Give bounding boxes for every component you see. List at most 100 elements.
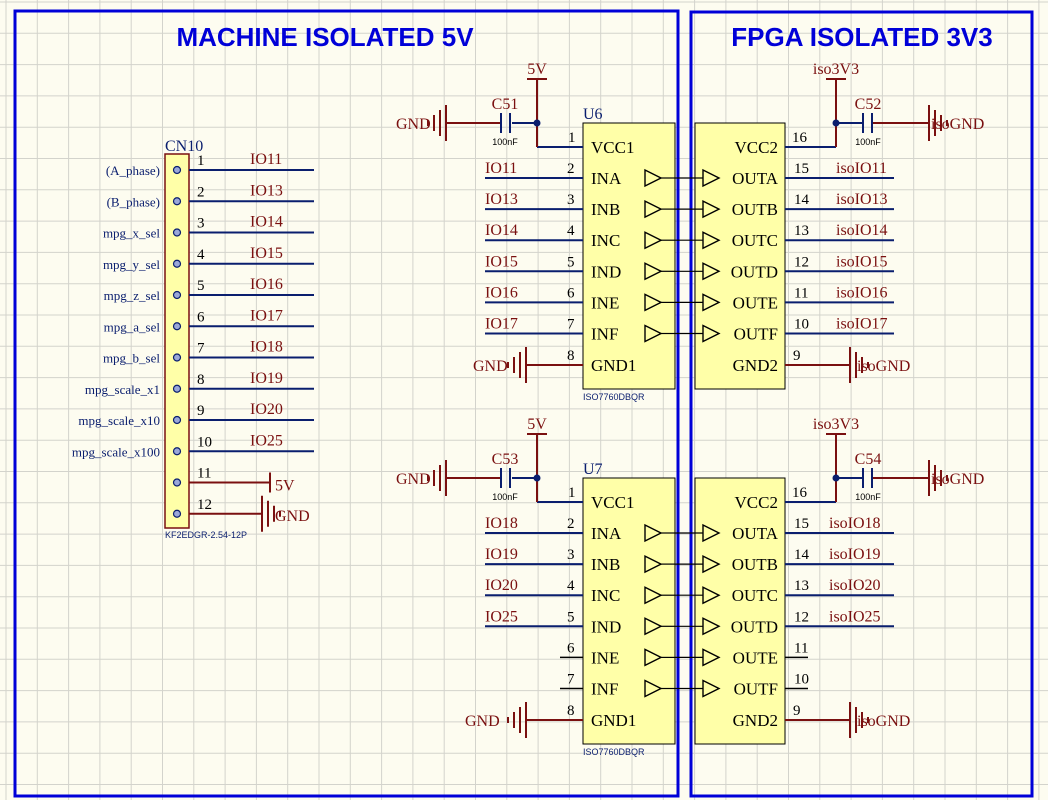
output-pin-number: 13 — [794, 578, 809, 594]
input-pin-number: 7 — [567, 672, 575, 688]
connector-pin-description: mpg_y_sel — [103, 257, 160, 272]
connector-cn10[interactable]: CN10KF2EDGR-2.54-12P1(A_phase)IO112(B_ph… — [72, 138, 314, 540]
gnd1-ground — [507, 347, 550, 383]
connector-pin-hole[interactable] — [172, 353, 182, 362]
input-net-label: IO19 — [485, 546, 518, 563]
output-net-label: isoIO19 — [829, 546, 881, 563]
isolator-part-number: ISO7760DBQR — [583, 747, 645, 757]
output-pin-name: OUTE — [733, 648, 778, 667]
input-pin-number: 4 — [567, 578, 575, 594]
input-pin-name: INB — [591, 200, 620, 219]
left-cap-designator: C53 — [492, 451, 519, 468]
connector-pin-hole[interactable] — [172, 165, 182, 175]
isolator-designator: U7 — [583, 461, 603, 478]
left-cap-ground — [427, 460, 470, 496]
connector-net-label: IO16 — [250, 276, 283, 293]
connector-designator: CN10 — [165, 138, 203, 155]
connector-pin-description: mpg_scale_x1 — [85, 382, 160, 397]
input-pin-number: 6 — [567, 285, 575, 301]
connector-pin-number: 4 — [197, 247, 205, 263]
connector-pin-hole[interactable] — [172, 509, 182, 518]
left-cap-ground-label: GND — [396, 116, 431, 133]
input-pin-number: 5 — [567, 254, 575, 270]
output-buffer-icon — [702, 293, 721, 312]
connector-pin-number: 2 — [197, 184, 205, 200]
input-pin-number: 6 — [567, 640, 575, 656]
input-pin-number: 2 — [567, 161, 575, 177]
connector-pin-number: 5 — [197, 278, 205, 294]
output-net-label: isoIO18 — [829, 515, 881, 532]
input-pin-number: 3 — [567, 547, 575, 563]
input-pin-name: INC — [591, 586, 620, 605]
right-cap-ground — [905, 460, 948, 496]
input-net-label: IO25 — [485, 608, 518, 625]
left-cap-value: 100nF — [492, 137, 518, 147]
right-cap-ground — [905, 105, 948, 141]
output-pin-name: OUTA — [732, 169, 779, 188]
right-cap-value: 100nF — [855, 137, 881, 147]
connector-pin-number: 3 — [197, 216, 205, 232]
input-buffer-icon — [644, 617, 663, 636]
vcc1-pin-number: 1 — [568, 485, 576, 501]
connector-pin-hole[interactable] — [172, 322, 182, 331]
output-buffer-icon — [702, 324, 721, 343]
right-cap-ground-label: isoGND — [931, 116, 984, 133]
connector-pin-number: 12 — [197, 497, 212, 513]
connector-pin-description: (A_phase) — [106, 163, 160, 178]
connector-pin-description: mpg_x_sel — [103, 226, 160, 241]
input-net-label: IO16 — [485, 284, 518, 301]
output-buffer-icon — [702, 231, 721, 250]
output-pin-name: OUTC — [732, 586, 778, 605]
left-cap-ground — [427, 105, 470, 141]
output-buffer-icon — [702, 262, 721, 281]
left-cap-designator: C51 — [492, 96, 519, 113]
left-title: MACHINE ISOLATED 5V — [176, 22, 474, 52]
connector-net-label: IO11 — [250, 151, 282, 168]
connector-net-label: IO19 — [250, 370, 283, 387]
gnd2-pin-name: GND2 — [733, 356, 778, 375]
vcc1-pin-name: VCC1 — [591, 493, 634, 512]
output-net-label: isoIO13 — [836, 191, 888, 208]
connector-pin-hole[interactable] — [172, 415, 182, 425]
input-buffer-icon — [644, 324, 663, 343]
input-pin-number: 5 — [567, 609, 575, 625]
right-frame — [689, 10, 1034, 798]
input-pin-name: INE — [591, 648, 619, 667]
output-pin-number: 12 — [794, 254, 809, 270]
connector-pin-hole[interactable] — [172, 290, 182, 300]
connector-pin-hole[interactable] — [172, 447, 182, 456]
gnd1-pin-number: 8 — [567, 703, 575, 719]
isolator-left-body — [582, 122, 676, 390]
connector-pin-hole[interactable] — [172, 228, 182, 237]
input-pin-name: INC — [591, 231, 620, 250]
output-pin-number: 15 — [794, 516, 809, 532]
right-cap-designator: C52 — [855, 96, 882, 113]
input-buffer-icon — [644, 554, 663, 574]
input-buffer-icon — [644, 168, 663, 188]
gnd2-ground — [826, 347, 869, 383]
right-title: FPGA ISOLATED 3V3 — [731, 22, 993, 52]
input-net-label: IO13 — [485, 191, 518, 208]
ground-label: GND — [275, 508, 310, 525]
output-buffer-icon — [702, 617, 721, 636]
right-cap-designator: C54 — [855, 451, 882, 468]
vcc2-pin-name: VCC2 — [735, 493, 778, 512]
gnd1-ground-label: GND — [473, 358, 508, 375]
connector-pin-description: mpg_b_sel — [103, 351, 160, 366]
connector-pin-hole[interactable] — [172, 384, 182, 393]
gnd1-ground-label: GND — [465, 713, 500, 730]
output-pin-number: 14 — [794, 547, 810, 563]
output-pin-name: OUTD — [731, 262, 778, 281]
input-pin-name: INF — [591, 680, 618, 699]
vcc1-pin-number: 1 — [568, 130, 576, 146]
power-port-5v: 5V — [275, 478, 295, 495]
connector-pin-hole[interactable] — [172, 197, 182, 206]
connector-pin-number: 8 — [197, 372, 205, 388]
output-pin-number: 15 — [794, 161, 809, 177]
input-pin-name: INA — [591, 524, 622, 543]
connector-pin-hole[interactable] — [172, 259, 182, 268]
connector-pin-hole[interactable] — [172, 478, 182, 487]
input-pin-number: 7 — [567, 317, 575, 333]
